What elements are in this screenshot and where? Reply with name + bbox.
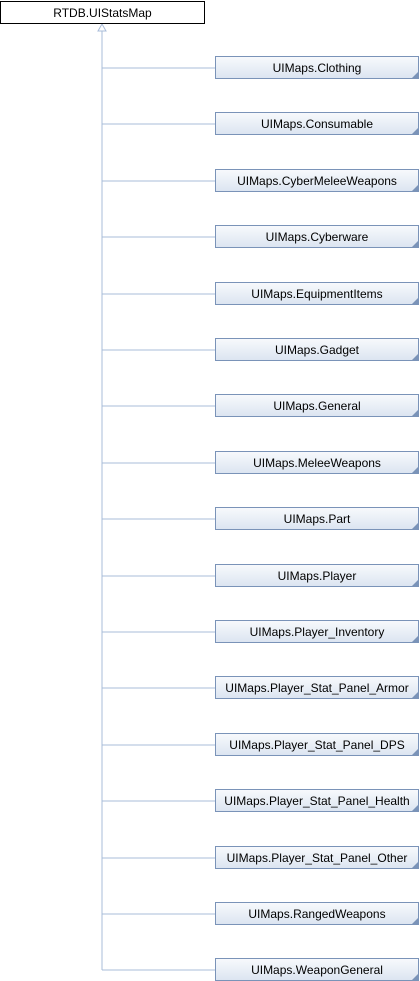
corner-fold-icon [412, 72, 418, 78]
derived-class-node[interactable]: UIMaps.Player_Stat_Panel_Health [215, 789, 419, 812]
derived-class-label: UIMaps.Player_Stat_Panel_Armor [225, 680, 409, 695]
derived-class-label: UIMaps.Clothing [272, 60, 362, 75]
derived-class-node[interactable]: UIMaps.Player_Stat_Panel_Other [215, 846, 419, 869]
corner-fold-icon [412, 974, 418, 980]
derived-class-label: UIMaps.MeleeWeapons [253, 455, 381, 470]
derived-class-node[interactable]: UIMaps.Clothing [215, 56, 419, 79]
derived-class-node[interactable]: UIMaps.MeleeWeapons [215, 451, 419, 474]
derived-class-label: UIMaps.WeaponGeneral [251, 962, 383, 977]
base-class-label: RTDB.UIStatsMap [53, 5, 152, 20]
corner-fold-icon [412, 805, 418, 811]
corner-fold-icon [412, 410, 418, 416]
corner-fold-icon [412, 523, 418, 529]
derived-class-label: UIMaps.CyberMeleeWeapons [237, 173, 397, 188]
derived-class-label: UIMaps.Player [277, 568, 357, 583]
derived-class-node[interactable]: UIMaps.EquipmentItems [215, 282, 419, 305]
derived-class-label: UIMaps.Player_Stat_Panel_Health [224, 793, 410, 808]
derived-class-label: UIMaps.Consumable [260, 116, 374, 131]
corner-fold-icon [412, 636, 418, 642]
derived-class-node[interactable]: UIMaps.Part [215, 507, 419, 530]
derived-class-node[interactable]: UIMaps.RangedWeapons [215, 902, 419, 925]
corner-fold-icon [412, 692, 418, 698]
derived-class-label: UIMaps.Player_Inventory [249, 624, 385, 639]
corner-fold-icon [412, 354, 418, 360]
derived-class-node[interactable]: UIMaps.WeaponGeneral [215, 958, 419, 981]
derived-class-label: UIMaps.Player_Stat_Panel_DPS [229, 737, 405, 752]
derived-class-label: UIMaps.RangedWeapons [248, 906, 386, 921]
corner-fold-icon [412, 185, 418, 191]
derived-class-label: UIMaps.Gadget [274, 342, 360, 357]
corner-fold-icon [412, 918, 418, 924]
corner-fold-icon [412, 862, 418, 868]
inheritance-arrow-icon [97, 22, 107, 32]
corner-fold-icon [412, 580, 418, 586]
corner-fold-icon [412, 128, 418, 134]
derived-class-node[interactable]: UIMaps.Gadget [215, 338, 419, 361]
corner-fold-icon [412, 241, 418, 247]
derived-class-node[interactable]: UIMaps.Player_Inventory [215, 620, 419, 643]
corner-fold-icon [412, 749, 418, 755]
derived-class-label: UIMaps.General [273, 398, 361, 413]
derived-class-label: UIMaps.EquipmentItems [251, 286, 383, 301]
derived-class-node[interactable]: UIMaps.Consumable [215, 112, 419, 135]
corner-fold-icon [412, 467, 418, 473]
derived-class-node[interactable]: UIMaps.Player_Stat_Panel_Armor [215, 676, 419, 699]
derived-class-label: UIMaps.Player_Stat_Panel_Other [226, 850, 408, 865]
base-class-node[interactable]: RTDB.UIStatsMap [0, 1, 205, 24]
derived-class-node[interactable]: UIMaps.Cyberware [215, 225, 419, 248]
derived-class-label: UIMaps.Part [283, 511, 351, 526]
corner-fold-icon [412, 298, 418, 304]
derived-class-node[interactable]: UIMaps.General [215, 394, 419, 417]
derived-class-node[interactable]: UIMaps.Player [215, 564, 419, 587]
connector-group [97, 22, 215, 971]
derived-class-node[interactable]: UIMaps.CyberMeleeWeapons [215, 169, 419, 192]
derived-class-node[interactable]: UIMaps.Player_Stat_Panel_DPS [215, 733, 419, 756]
derived-class-label: UIMaps.Cyberware [265, 229, 369, 244]
